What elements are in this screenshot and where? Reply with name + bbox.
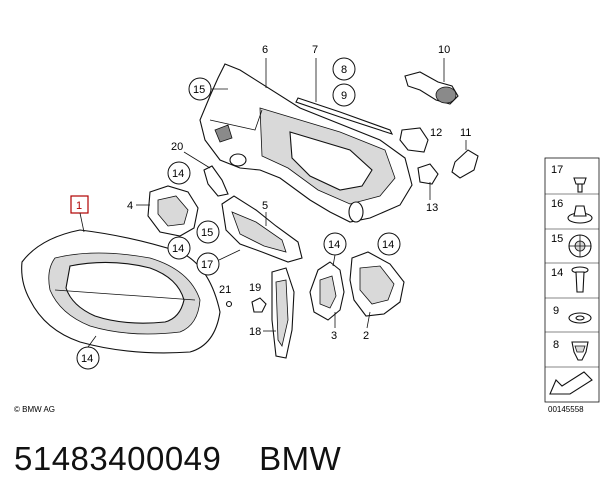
svg-text:17: 17 [201,259,213,271]
callout-2: 2 [363,330,369,342]
svg-text:15: 15 [193,84,205,96]
callout-20: 20 [171,141,183,153]
clip-14-icon [571,266,589,293]
part-2-insulation[interactable] [349,251,405,317]
callout-11: 11 [460,127,471,139]
callout-14d: 14 [377,232,401,256]
part-19-clip[interactable] [251,297,267,313]
diagram-code: 00145558 [548,405,584,414]
svg-text:14: 14 [328,239,340,251]
svg-text:14: 14 [81,353,93,365]
leader-2 [366,311,371,329]
leader-1 [79,212,85,233]
callout-9: 9 [332,83,356,107]
part-21-clip[interactable] [225,300,233,308]
clip-8-icon [571,341,589,361]
callout-5: 5 [262,200,268,212]
fastener-legend: 17 16 15 14 9 8 00145558 [544,157,600,414]
footer-caption: 51483400049 BMW [14,440,369,478]
part-18-panel[interactable] [271,267,295,359]
callout-18: 18 [249,326,261,338]
copyright-text: © BMW AG [14,405,55,414]
callout-1: 1 [76,200,82,212]
clip-17-icon [573,177,587,193]
callout-15a: 15 [188,77,228,101]
callout-14c: 14 [323,232,347,267]
part-10-pad[interactable] [404,71,459,105]
svg-text:9: 9 [341,90,347,102]
callout-13: 13 [426,202,438,214]
callout-14a: 14 [167,161,191,185]
leader-20 [183,151,211,169]
callout-4: 4 [127,200,133,212]
callout-21: 21 [219,284,231,296]
legend-label-17: 17 [551,164,563,176]
callout-15b: 15 [196,220,220,244]
part-6-bulkhead[interactable] [199,63,413,223]
legend-label-14: 14 [551,267,563,279]
part-12-bracket[interactable] [399,127,429,153]
part-7-seal-strip[interactable] [295,97,394,135]
callout-10: 10 [438,44,450,56]
washer-9-icon [568,312,592,324]
part-1-highlight-box [70,195,89,214]
part-13-bracket[interactable] [417,163,439,185]
part-5-insulation[interactable] [221,195,303,263]
brand-name: BMW [259,440,342,477]
parts-diagram: 1 6 7 10 12 11 13 20 [14,44,600,414]
part-3-insulation[interactable] [309,261,345,321]
svg-text:14: 14 [382,239,394,251]
legend-label-16: 16 [551,198,563,210]
legend-label-9: 9 [553,305,559,317]
part-11-bracket[interactable] [451,149,479,179]
callout-3: 3 [331,330,337,342]
arrow-icon [549,371,593,395]
callout-14e: 14 [76,335,100,370]
callout-8: 8 [332,57,356,81]
callout-17: 17 [196,249,241,276]
callout-7: 7 [312,44,318,56]
callout-6: 6 [262,44,268,56]
part-number: 51483400049 [14,440,222,477]
svg-text:15: 15 [201,227,213,239]
svg-text:14: 14 [172,168,184,180]
part-4-insulation[interactable] [147,185,199,237]
svg-text:14: 14 [172,243,184,255]
clip-15-icon [568,234,592,258]
svg-text:8: 8 [341,64,347,76]
callout-14b: 14 [167,236,191,260]
part-1-hood-insulation[interactable] [21,229,221,354]
legend-label-15: 15 [551,233,563,245]
clip-16-icon [567,205,593,224]
callout-19: 19 [249,282,261,294]
callout-12: 12 [430,127,442,139]
legend-label-8: 8 [553,339,559,351]
part-20-clip[interactable] [203,165,229,197]
